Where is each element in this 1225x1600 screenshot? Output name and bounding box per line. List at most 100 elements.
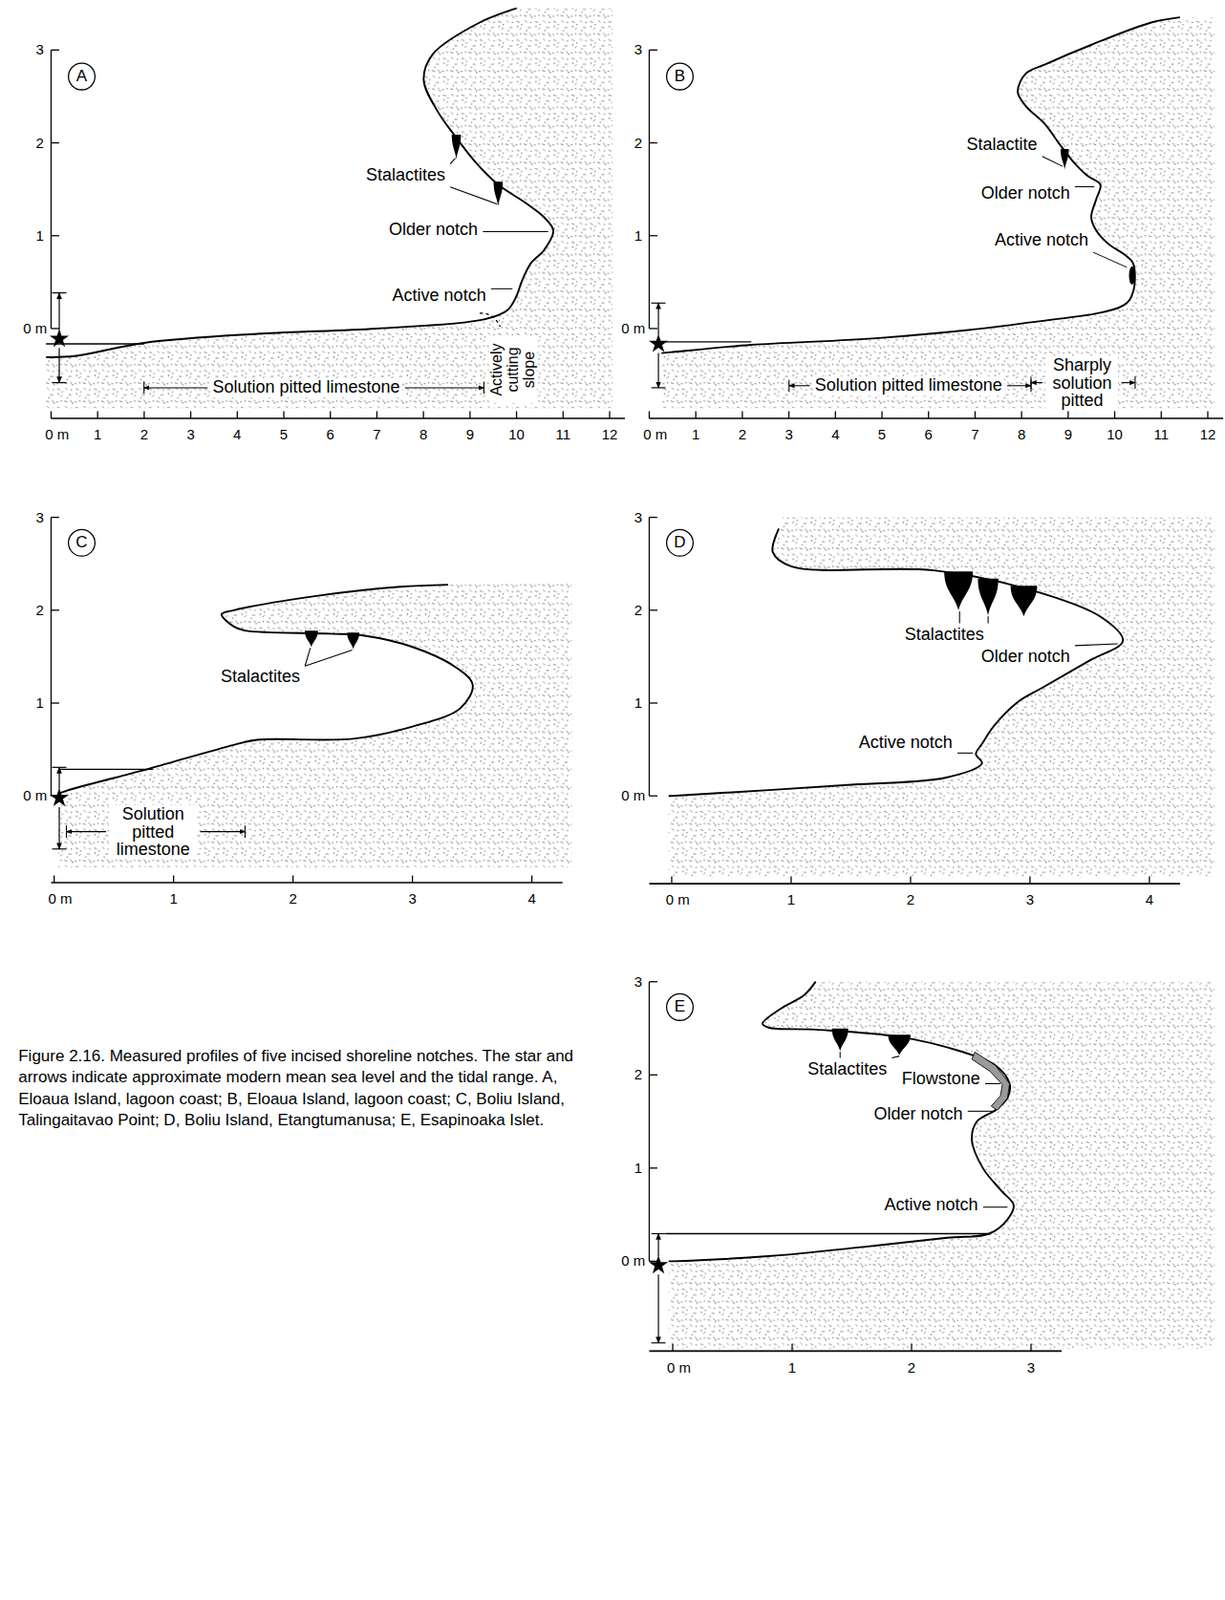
y-tick: [648, 981, 658, 983]
axis-tick-label: 12: [601, 427, 619, 444]
axis-tick-label: 2: [906, 892, 915, 909]
x-tick: [608, 411, 610, 419]
x-tick: [671, 1344, 673, 1352]
y-tick: [50, 327, 60, 329]
axis-tick-label: 3: [634, 42, 643, 59]
y-tick: [50, 142, 60, 144]
limestone-rock: [668, 982, 1216, 1351]
extent-arrow: [144, 386, 209, 388]
x-tick: [741, 411, 743, 419]
y-tick: [648, 235, 658, 237]
axis-tick-label: 0 m: [666, 1359, 691, 1376]
tide-arrow: [657, 1234, 659, 1258]
extent-arrow: [405, 386, 485, 388]
leader-line: [985, 1083, 1001, 1085]
rock-surface-line: [661, 17, 1181, 353]
x-axis: [648, 1351, 1062, 1354]
x-tick: [648, 411, 650, 419]
axis-tick-label: 5: [279, 427, 288, 444]
x-tick: [1206, 411, 1208, 419]
extent-bar: [143, 382, 145, 395]
panel-letter: B: [674, 67, 686, 86]
panel-letter-circle: [666, 63, 694, 90]
axis-tick-label: 6: [326, 427, 335, 444]
y-axis: [648, 49, 650, 329]
feature-label: Stalactites: [902, 625, 987, 645]
feature-label: Stalactites: [218, 667, 302, 688]
panel-letter: E: [674, 998, 686, 1017]
extent-bar: [788, 379, 790, 392]
stalactite: [977, 579, 998, 616]
extent-bar: [1030, 376, 1032, 389]
axis-tick-label: 0 m: [666, 892, 690, 909]
y-tick: [648, 1261, 658, 1263]
panel-letter-circle: [666, 993, 694, 1021]
panel-letter-circle: [68, 63, 96, 90]
notch-profile: [58, 582, 572, 868]
x-axis: [50, 881, 562, 884]
axis-tick-label: 2: [36, 602, 44, 620]
feature-label: Older notch: [979, 647, 1073, 667]
extent-arrow: [1007, 385, 1032, 387]
x-tick: [236, 411, 238, 419]
axis-tick-label: 8: [1017, 427, 1026, 444]
feature-label: Stalactite: [965, 135, 1040, 155]
feature-label: Active notch: [882, 1196, 981, 1216]
x-tick: [1114, 411, 1116, 419]
axis-tick-label: 1: [36, 695, 44, 712]
axis-tick-label: 0 m: [22, 788, 47, 805]
tide-arrow: [58, 767, 60, 789]
leader-line: [1074, 186, 1095, 188]
axes: [648, 49, 1224, 419]
y-axis: [648, 517, 650, 797]
leader-line: [491, 288, 513, 290]
axis-tick-label: 7: [970, 427, 979, 444]
axis-tick-label: 3: [186, 427, 194, 444]
tide-limit: [651, 1342, 667, 1344]
x-tick: [835, 411, 837, 419]
tide-limit: [52, 292, 67, 294]
tide-marker: [648, 302, 668, 388]
x-tick: [1030, 1344, 1032, 1352]
feature-label: Older notch: [872, 1105, 966, 1125]
panel-letter-circle: [666, 529, 694, 557]
panel-letter-circle: [68, 529, 96, 557]
axis-tick-label: 3: [36, 509, 44, 526]
y-tick: [648, 49, 658, 51]
x-tick: [790, 877, 792, 884]
limestone-rock: [668, 517, 1216, 879]
feature-label: Sharply solution pitted: [1045, 355, 1118, 410]
tide-marker: [49, 767, 69, 849]
rock-surface-line: [45, 8, 554, 358]
extent-bar: [65, 825, 67, 839]
notch-profile: [45, 8, 613, 409]
tide-arrow: [58, 807, 60, 850]
axis-tick-label: 4: [1145, 892, 1154, 909]
axis-tick-label: 3: [36, 42, 44, 59]
sea-surface: [666, 1233, 990, 1235]
y-tick: [648, 1167, 658, 1169]
leader-line: [983, 1206, 1009, 1208]
stalactite: [832, 1029, 849, 1053]
limestone-rock: [58, 582, 572, 868]
y-tick: [648, 702, 658, 704]
extent-arrow: [789, 385, 811, 387]
y-tick: [648, 327, 658, 329]
axis-tick-label: 5: [878, 427, 886, 444]
rock-surface-line: [58, 584, 473, 795]
axis-tick-label: 1: [634, 228, 643, 245]
x-tick: [376, 411, 378, 419]
notch-profile: [661, 17, 1215, 409]
leader-line: [967, 1111, 996, 1113]
y-tick: [50, 49, 60, 51]
axis-tick-label: 12: [1200, 427, 1217, 444]
x-tick: [695, 411, 697, 419]
feature-label: Active notch: [992, 231, 1091, 251]
feature-label: Stalactites: [364, 166, 448, 186]
axis-tick-label: 2: [288, 891, 297, 908]
tide-limit: [52, 382, 67, 384]
axis-tick-label: 2: [738, 427, 747, 444]
axis-tick-label: 2: [634, 134, 643, 151]
notch-profile: [666, 982, 1216, 1351]
mean-sea-level-star: [49, 788, 69, 807]
